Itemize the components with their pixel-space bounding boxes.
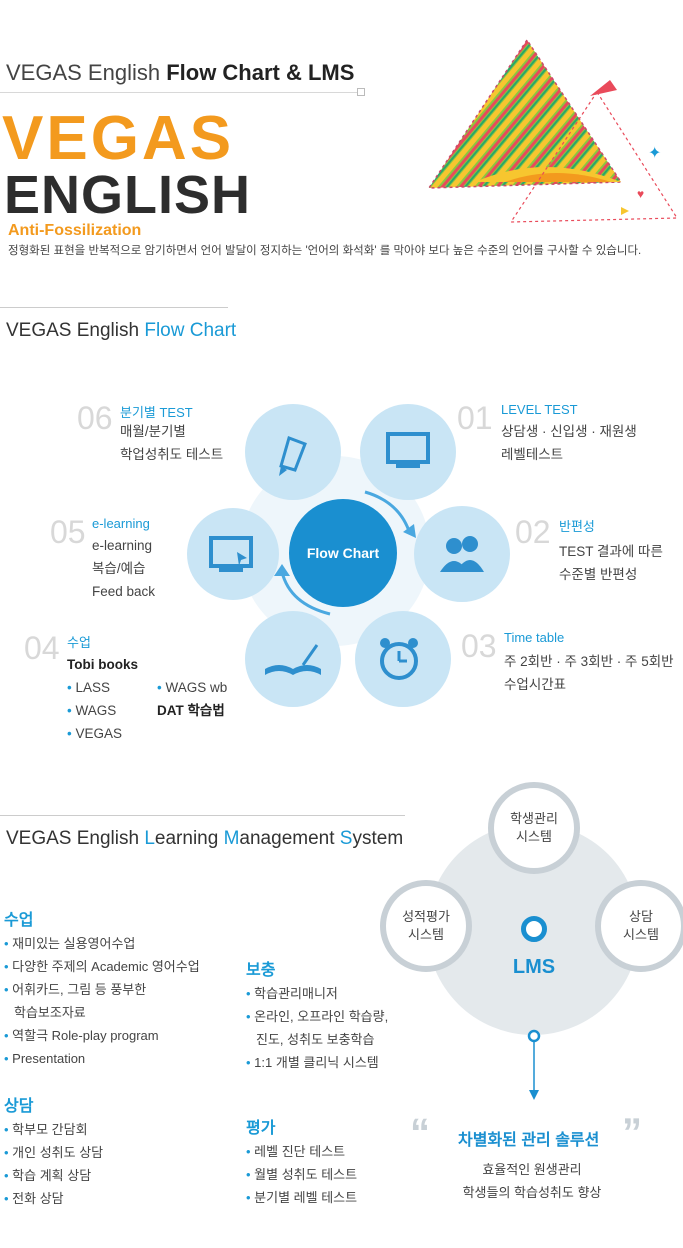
svg-text:♥: ♥: [637, 187, 644, 201]
logo-vegas: VEGAS: [2, 104, 235, 173]
step-05-title: e-learning: [92, 516, 150, 531]
lms-counsel-item: • 개인 성취도 상담: [4, 1145, 104, 1160]
page-title: VEGAS English Flow Chart & LMS: [6, 60, 354, 86]
step-03-number: 03: [461, 628, 497, 664]
lms-evaluation-item: • 분기별 레벨 테스트: [246, 1190, 358, 1205]
step-04-item-wags-wb: • WAGS wb: [157, 680, 228, 695]
step-03-title: Time table: [504, 630, 565, 645]
lms-counsel-item: • 전화 상담: [4, 1191, 64, 1206]
lms-section-title: VEGAS English Learning Management System: [6, 828, 404, 849]
lms-class-item: • Presentation: [4, 1051, 86, 1066]
flow-arrows: [274, 490, 416, 616]
step-06-number: 06: [77, 400, 113, 436]
svg-text:✦: ✦: [648, 145, 661, 162]
page-title-light: VEGAS English: [6, 60, 161, 85]
lms-supplement-item: • 온라인, 오프라인 학습량,: [246, 1009, 389, 1024]
open-book-icon: [265, 644, 321, 675]
step-04-item-vegas: • VEGAS: [67, 726, 123, 741]
step-01-line-2: 레벨테스트: [501, 447, 564, 462]
flow-section-divider: [0, 307, 228, 308]
step-05-number: 05: [50, 514, 86, 550]
step-05-line-3: Feed back: [92, 584, 156, 599]
intro-description: 정형화된 표현을 반복적으로 암기하면서 언어 발달이 정지하는 '언어의 화석…: [8, 245, 642, 257]
step-02-line-1: TEST 결과에 따른: [559, 544, 663, 559]
step-01-line-1: 상담생 · 신입생 · 재원생: [501, 424, 637, 439]
lms-class-heading: 수업: [4, 912, 34, 929]
lms-class-item: • 어휘카드, 그림 등 풍부한: [4, 982, 147, 997]
close-quote-icon: ”: [622, 1111, 642, 1155]
step-06-line-1: 매월/분기별: [120, 424, 186, 439]
step-02-line-2: 수준별 반편성: [559, 567, 638, 582]
step-06-title: 분기별 TEST: [120, 405, 193, 420]
lms-class-item: • 다양한 주제의 Academic 영어수업: [4, 959, 200, 974]
step-04-dat: DAT 학습법: [157, 703, 225, 718]
people-icon: [440, 536, 484, 572]
lms-evaluation-heading: 평가: [246, 1120, 276, 1137]
lms-center-label: LMS: [512, 956, 556, 978]
lms-solution-line-2: 학생들의 학습성취도 향상: [462, 1185, 602, 1200]
lms-counsel-heading: 상담: [4, 1098, 34, 1115]
lms-center-ring-icon: [521, 916, 547, 942]
open-quote-icon: “: [410, 1111, 430, 1155]
lms-supplement-item: • 학습관리매니저: [246, 986, 338, 1001]
lms-solution-line-1: 효율적인 원생관리: [482, 1162, 582, 1177]
lms-evaluation-item: • 레벨 진단 테스트: [246, 1144, 346, 1159]
page-title-bold: Flow Chart & LMS: [166, 60, 355, 85]
lms-evaluation-item: • 월별 성취도 테스트: [246, 1167, 358, 1182]
header-divider: [0, 92, 360, 93]
monitor-icon: [386, 432, 430, 468]
lms-counsel-item: • 학습 계획 상담: [4, 1168, 92, 1183]
decorative-triangle-illustration: ✦ ♥: [427, 38, 679, 223]
logo-subtitle: Anti-Fossilization: [8, 222, 142, 239]
lms-supplement-item: • 1:1 개별 클리닉 시스템: [246, 1055, 379, 1070]
alarm-clock-icon: [380, 638, 418, 680]
step-02-title: 반편성: [559, 519, 595, 534]
step-02-number: 02: [515, 514, 551, 550]
step-04-bold-line: Tobi books: [67, 657, 138, 672]
step-04-title: 수업: [67, 635, 91, 650]
lms-class-item: • 역할극 Role-play program: [4, 1028, 159, 1043]
flow-title-dark: VEGAS English: [6, 320, 140, 341]
lms-class-item: • 재미있는 실용영어수업: [4, 936, 136, 951]
lms-solution-title: 차별화된 관리 솔루션: [458, 1132, 600, 1149]
step-06-line-2: 학업성취도 테스트: [120, 447, 224, 462]
step-03-line-2: 수업시간표: [504, 677, 567, 692]
lms-supplement-heading: 보충: [246, 962, 276, 979]
lms-down-arrow: [527, 1029, 541, 1100]
flow-circle-step-06: [245, 404, 341, 500]
flow-circle-step-01: [360, 404, 456, 500]
computer-cursor-icon: [209, 536, 253, 572]
step-04-number: 04: [24, 630, 60, 666]
lms-class-item-cont: 학습보조자료: [14, 1005, 86, 1020]
step-05-line-1: e-learning: [92, 538, 153, 553]
step-03-line-1: 주 2회반 · 주 3회반 · 주 5회반: [504, 654, 674, 669]
step-04-item-wags: • WAGS: [67, 703, 117, 718]
flow-title-blue: Flow Chart: [144, 320, 237, 341]
flow-circle-step-02: [414, 506, 510, 602]
step-01-title: LEVEL TEST: [501, 402, 578, 417]
flow-circle-step-04: [245, 611, 341, 707]
flow-center-circle: Flow Chart: [289, 499, 397, 607]
lms-section-divider: [0, 815, 405, 816]
logo-english: ENGLISH: [4, 165, 252, 225]
step-04-item-lass: • LASS: [67, 680, 111, 695]
flow-section-title: VEGAS English Flow Chart: [6, 320, 236, 342]
step-01-number: 01: [457, 400, 493, 436]
flow-circle-step-03: [355, 611, 451, 707]
pencil-icon: [279, 436, 307, 476]
lms-supplement-item-cont: 진도, 성취도 보충학습: [256, 1032, 375, 1047]
header-divider-end: [357, 88, 365, 96]
flow-circle-step-05: [187, 508, 279, 600]
step-05-line-2: 복습/예습: [92, 561, 146, 576]
lms-counsel-item: • 학부모 간담회: [4, 1122, 88, 1137]
